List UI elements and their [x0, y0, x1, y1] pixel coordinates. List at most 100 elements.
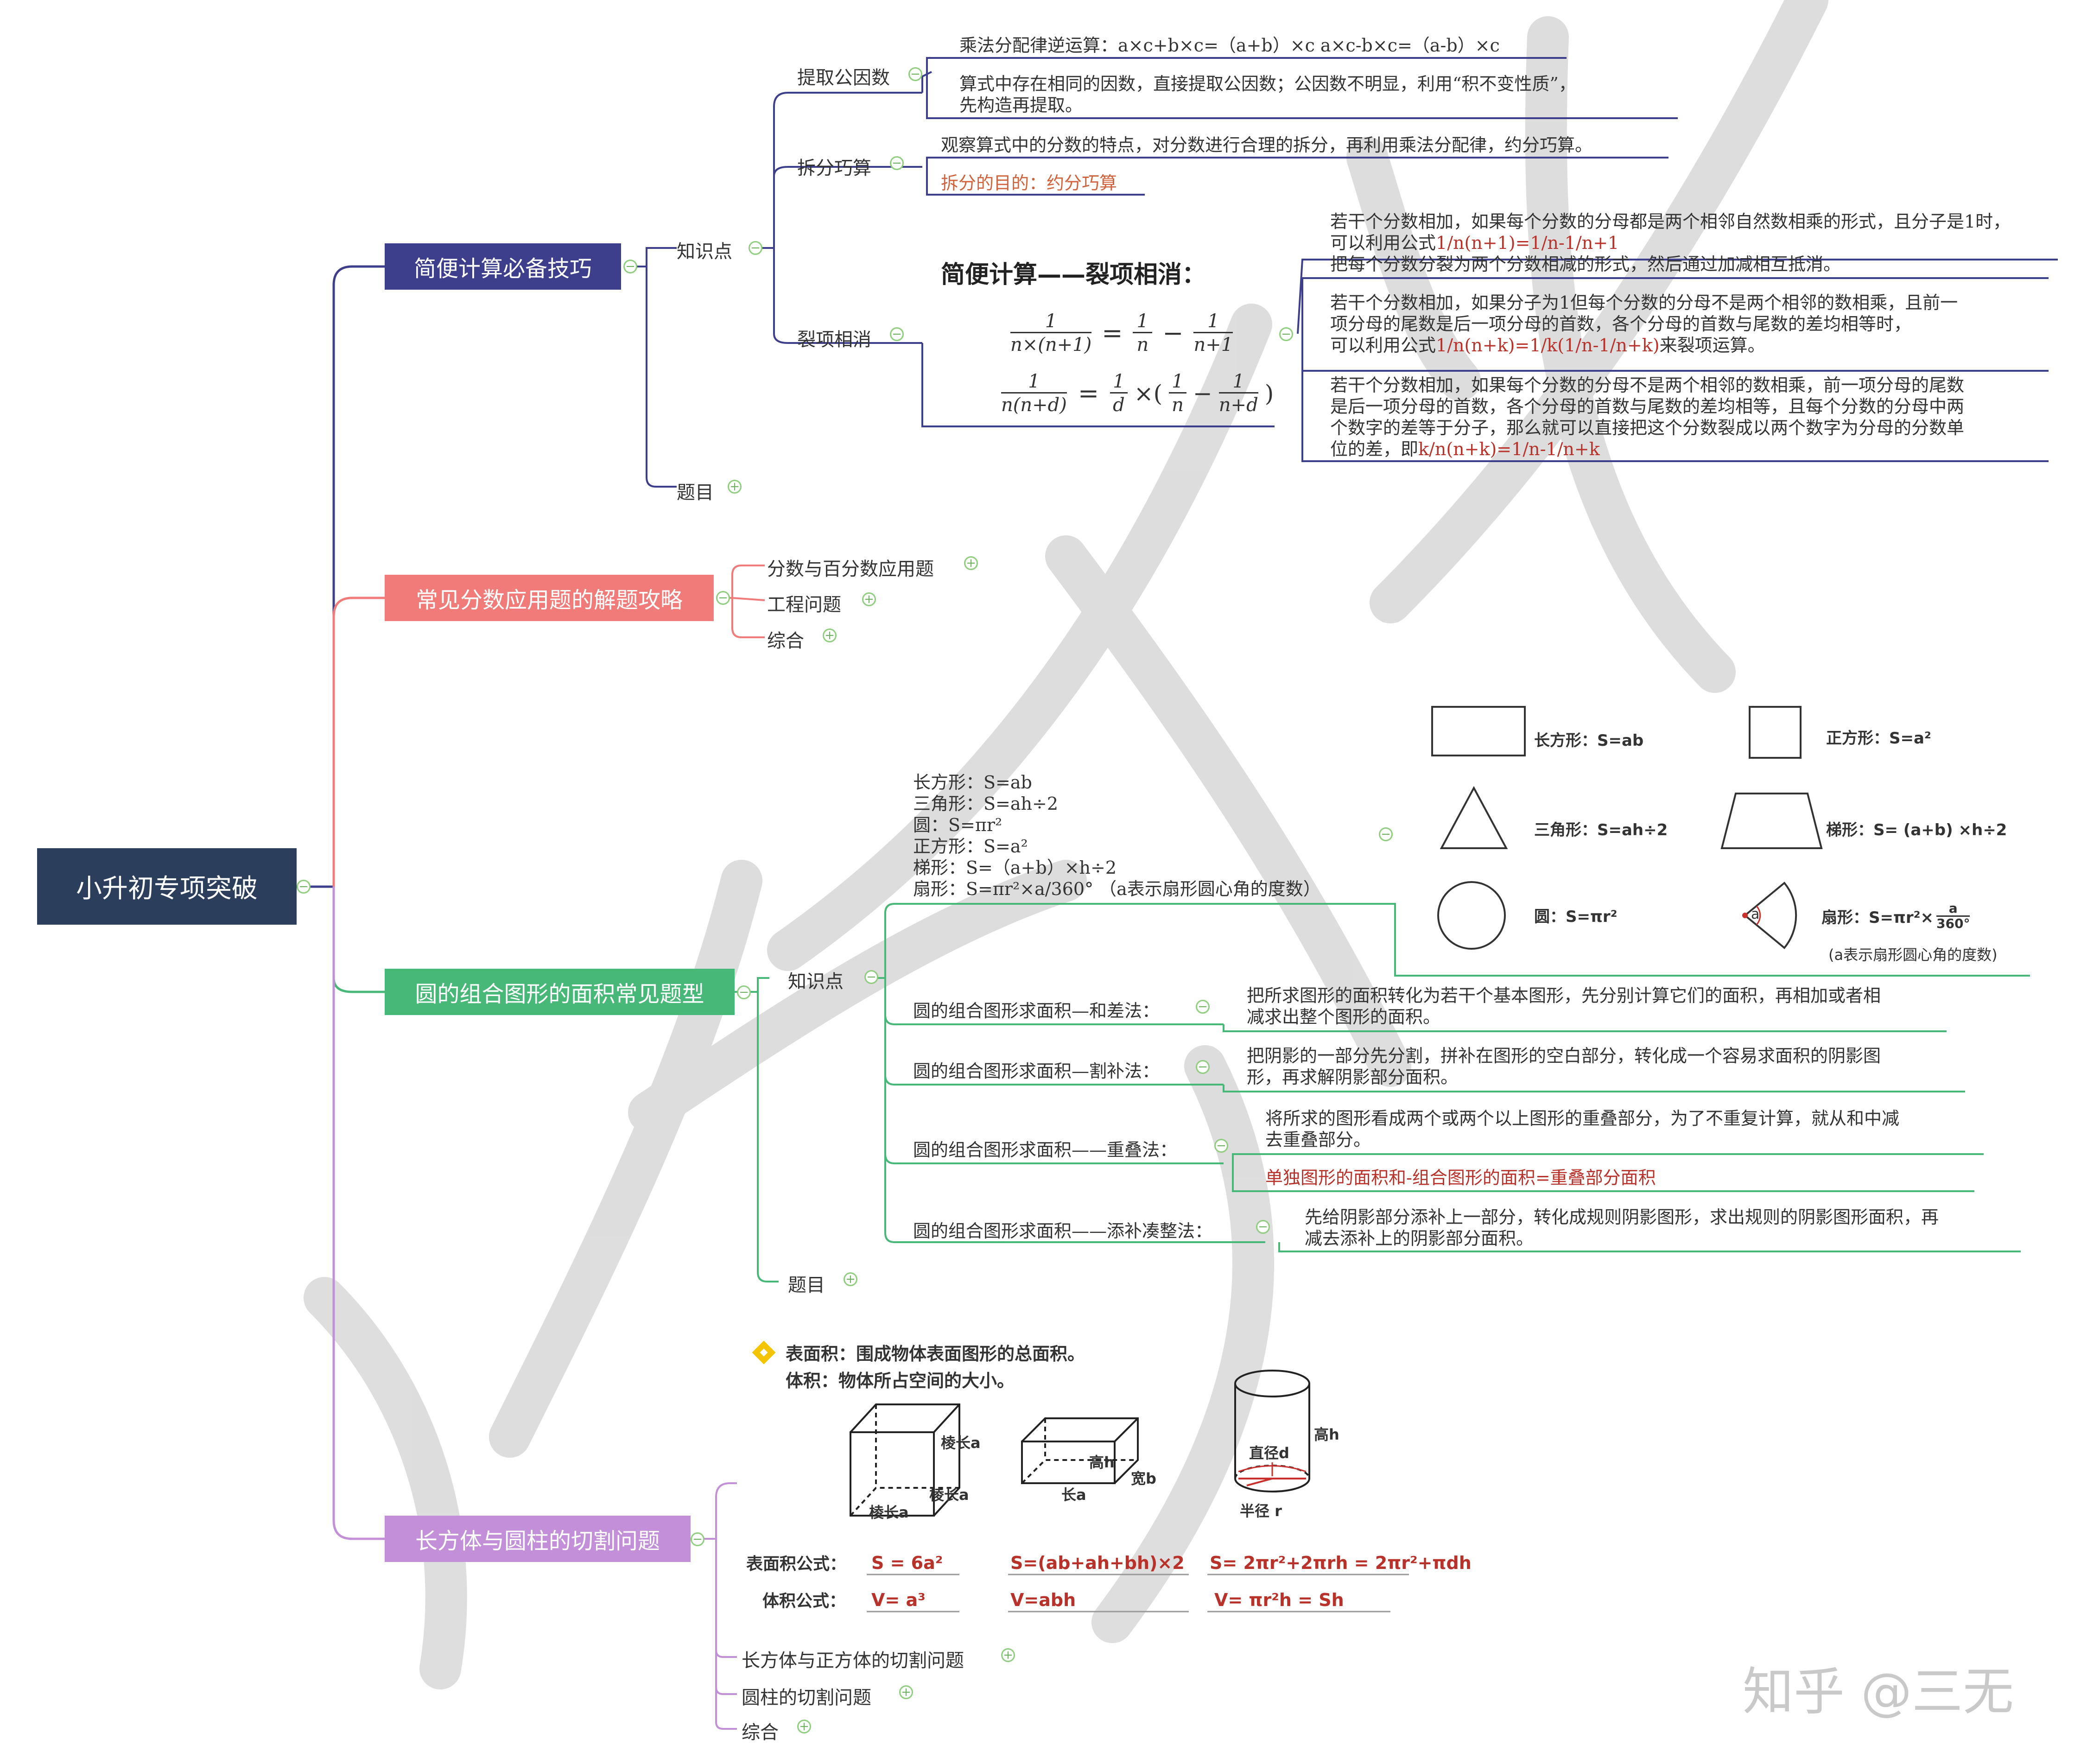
- b3-knowledge-collapse-icon[interactable]: −: [864, 970, 878, 984]
- b2-item-fraction-percent[interactable]: 分数与百分数应用题: [767, 559, 934, 580]
- cuboid-width-label: 宽b: [1131, 1470, 1156, 1487]
- b2-item-comprehensive[interactable]: 综合: [767, 630, 804, 652]
- f2-c-den: d: [1110, 392, 1128, 416]
- branch-circle-composite[interactable]: 圆的组合图形的面积常见题型: [385, 969, 735, 1015]
- b3-questions-expand-icon[interactable]: +: [844, 1272, 857, 1286]
- b3-method-overlap-collapse-icon[interactable]: −: [1214, 1139, 1228, 1153]
- cube-shape: [850, 1403, 960, 1517]
- branch2-collapse-icon[interactable]: −: [716, 591, 730, 605]
- b3-method-fill-d1: 先给阴影部分添补上一部分，转化成规则阴影图形，求出规则的阴影图形面积，再: [1305, 1207, 1939, 1227]
- b1-cancel-p2c: 可以利用公式1/n(n+k)=1/k(1/n-1/n+k)来裂项运算。: [1330, 335, 1765, 356]
- f1-left-den: n×(n+1): [1010, 332, 1092, 356]
- p3d-formula: k/n(n+k)=1/n-1/n+k: [1418, 439, 1600, 459]
- branch-fraction-problems-label: 常见分数应用题的解题攻略: [415, 587, 683, 613]
- b1-cancel-p3b: 是后一项分母的首数，各个分母的首数与尾数的差均相等，且每个分数的分母中两: [1330, 396, 1965, 417]
- b3-method-cut-d1: 把阴影的一部分先分割，拼补在图形的空白部分，转化成一个容易求面积的阴影图: [1247, 1046, 1881, 1066]
- sector-angle-arc: [1756, 906, 1761, 925]
- branch1-collapse-icon[interactable]: −: [623, 260, 637, 273]
- b1-cancel-collapse-icon[interactable]: −: [890, 327, 904, 341]
- b1-extract-text2a: 算式中存在相同的因数，直接提取公因数；公因数不明显，利用“积不变性质”，: [959, 74, 1576, 94]
- b1-extract-text2b: 先构造再提取。: [959, 95, 1083, 115]
- b4-item3-expand-icon[interactable]: +: [797, 1720, 811, 1733]
- b3-method-overlap-label[interactable]: 圆的组合图形求面积——重叠法：: [913, 1140, 1178, 1160]
- b1-knowledge-label[interactable]: 知识点: [677, 241, 732, 262]
- b3-method-diff-label[interactable]: 圆的组合图形求面积—和差法：: [913, 1001, 1160, 1021]
- cyl-radius-label: 半径 r: [1240, 1502, 1282, 1520]
- f2-r1-den: n: [1169, 392, 1186, 416]
- b4-volume-def: 体积：物体所占空间的大小。: [786, 1371, 1015, 1391]
- b3-method-cut-label[interactable]: 圆的组合图形求面积—割补法：: [913, 1061, 1160, 1081]
- b3-knowledge-label[interactable]: 知识点: [788, 971, 844, 992]
- branch-simplified-calc-label: 简便计算必备技巧: [413, 256, 592, 282]
- branch-cuboid-cylinder[interactable]: 长方体与圆柱的切割问题: [385, 1516, 691, 1562]
- b3-questions-label[interactable]: 题目: [788, 1275, 825, 1296]
- b1-split-collapse-icon[interactable]: −: [890, 156, 904, 170]
- triangle-shape: [1440, 786, 1508, 849]
- b4-item1-expand-icon[interactable]: +: [1001, 1648, 1015, 1662]
- shape-label-rect: 长方形：S=ab: [1534, 731, 1644, 750]
- root-collapse-icon[interactable]: −: [297, 880, 311, 894]
- shape-label-trapezoid: 梯形：S= (a+b) ×h÷2: [1826, 821, 2007, 839]
- f2-r2-num: 1: [1232, 371, 1244, 392]
- shape-label-sector: 扇形：S=πr²× a 360°: [1821, 902, 1970, 931]
- b1-split-text2: 拆分的目的：约分巧算: [941, 173, 1117, 193]
- b4-volume-cylinder: V= πr²h = Sh: [1214, 1590, 1344, 1610]
- b2-item1-expand-icon[interactable]: +: [964, 556, 978, 570]
- f1-r1-den: n: [1133, 332, 1153, 356]
- circle-shape: [1437, 881, 1506, 950]
- b4-volume-cuboid: V=abh: [1010, 1590, 1076, 1610]
- b3-shapes-collapse-icon[interactable]: −: [1379, 827, 1393, 841]
- square-shape: [1749, 706, 1802, 759]
- f2-left-den: n(n+d): [1001, 392, 1067, 416]
- cube-edge-label-1: 棱长a: [941, 1434, 981, 1452]
- b4-item2-expand-icon[interactable]: +: [899, 1685, 913, 1699]
- b4-item-comprehensive[interactable]: 综合: [742, 1722, 779, 1743]
- b3-method-fill-collapse-icon[interactable]: −: [1256, 1220, 1270, 1234]
- cuboid-height-label: 高h: [1089, 1454, 1115, 1471]
- b4-surface-def: 表面积：围成物体表面图形的总面积。: [786, 1344, 1085, 1364]
- b2-item2-expand-icon[interactable]: +: [862, 592, 876, 606]
- b3-method-diff-collapse-icon[interactable]: −: [1196, 1000, 1210, 1014]
- radius-line: [1246, 1478, 1273, 1486]
- branch-fraction-problems[interactable]: 常见分数应用题的解题攻略: [385, 575, 714, 621]
- b3-method-cut-collapse-icon[interactable]: −: [1196, 1060, 1210, 1074]
- b1-extract-collapse-icon[interactable]: −: [908, 67, 922, 81]
- cube-edge-label-3: 棱长a: [869, 1504, 909, 1521]
- sector-frac-num: a: [1948, 901, 1958, 916]
- b3-method-diff-d1: 把所求图形的面积转化为若干个基本图形，先分别计算它们的面积，再相加或者相: [1247, 985, 1881, 1006]
- b1-cancel-p2b: 项分母的尾数是后一项分母的首数，各个分母的首数与尾数的差均相等时，: [1330, 314, 1912, 334]
- b1-cancel-label[interactable]: 裂项相消: [797, 329, 871, 350]
- b1-knowledge-collapse-icon[interactable]: −: [749, 241, 762, 255]
- b1-questions-expand-icon[interactable]: +: [728, 480, 742, 494]
- b1-cancel-formula-2: 1 n(n+d) = 1 d ×( 1 n − 1 n+d ): [1001, 371, 1274, 416]
- branch4-collapse-icon[interactable]: −: [691, 1532, 704, 1546]
- branch-cuboid-cylinder-label: 长方体与圆柱的切割问题: [415, 1528, 660, 1554]
- root-node[interactable]: 小升初专项突破: [37, 848, 297, 925]
- b1-cancel-formula-collapse-icon[interactable]: −: [1279, 327, 1293, 341]
- cuboid-length-label: 长a: [1061, 1486, 1086, 1504]
- f1-r1-num: 1: [1136, 311, 1149, 332]
- b4-item-cuboid-cut[interactable]: 长方体与正方体的切割问题: [742, 1650, 964, 1671]
- trapezoid-shape: [1720, 793, 1823, 849]
- cylinder-shape: [1234, 1370, 1310, 1492]
- b4-surface-cuboid: S=(ab+ah+bh)×2: [1010, 1553, 1185, 1573]
- branch-simplified-calc[interactable]: 简便计算必备技巧: [385, 243, 621, 290]
- b1-split-label[interactable]: 拆分巧算: [797, 158, 871, 179]
- b1-cancel-formula-1: 1 n×(n+1) = 1 n − 1 n+1: [1010, 311, 1233, 356]
- b4-item-cylinder-cut[interactable]: 圆柱的切割问题: [742, 1687, 871, 1708]
- b1-cancel-p3a: 若干个分数相加，如果每个分数的分母不是两个相邻的数相乘，前一项分母的尾数: [1330, 375, 1965, 395]
- b2-item3-expand-icon[interactable]: +: [823, 629, 837, 642]
- b3-formula-circle: 圆：S=πr²: [913, 815, 1002, 835]
- p1b-formula: 1/n(n+1)=1/n-1/n+1: [1436, 233, 1619, 253]
- b1-questions-label[interactable]: 题目: [677, 482, 714, 503]
- b1-extract-label[interactable]: 提取公因数: [797, 67, 890, 89]
- b3-method-fill-label[interactable]: 圆的组合图形求面积——添补凑整法：: [913, 1221, 1213, 1241]
- watermark-text: 知乎 @三无: [1743, 1662, 2014, 1721]
- shape-label-square: 正方形：S=a²: [1826, 729, 1931, 748]
- b2-item-engineering[interactable]: 工程问题: [767, 594, 841, 616]
- cuboid-shape: [1021, 1417, 1139, 1484]
- branch3-collapse-icon[interactable]: −: [737, 985, 751, 999]
